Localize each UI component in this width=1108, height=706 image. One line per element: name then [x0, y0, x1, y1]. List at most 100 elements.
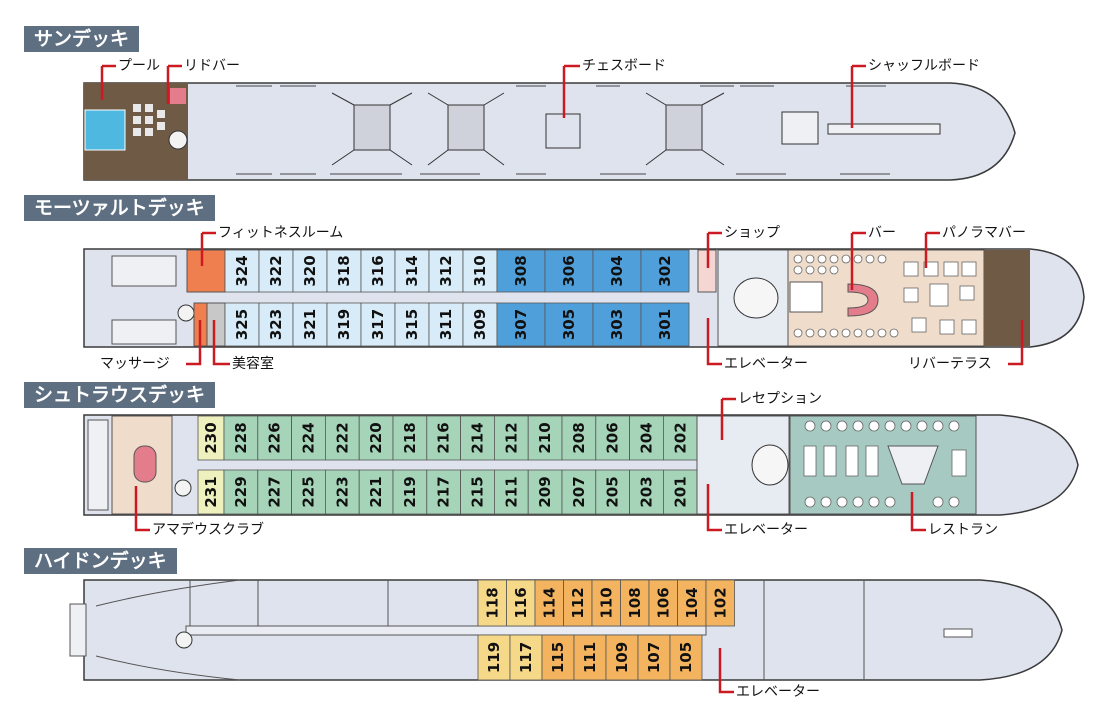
cabin-box	[563, 579, 593, 627]
cabin-number-202: 202	[671, 422, 689, 453]
cabin-number-106: 106	[654, 587, 672, 618]
cabin-box	[629, 415, 664, 461]
label-chessboard: チェスボード	[582, 58, 666, 74]
beauty-salon-area	[206, 302, 226, 347]
cabin-number-323: 323	[267, 309, 285, 340]
cabin-box	[663, 469, 698, 515]
haydn-stern-structure	[69, 603, 87, 657]
cabin-number-305: 305	[560, 309, 578, 340]
cabin-box	[496, 302, 546, 347]
cabin-114: 114	[534, 579, 564, 627]
cabin-317: 317	[360, 302, 396, 347]
cabin-number-227: 227	[266, 476, 284, 507]
mozart-lounge-seating	[793, 254, 977, 338]
cabin-box	[591, 579, 621, 627]
cabin-217: 217	[426, 469, 461, 515]
cabin-207: 207	[561, 469, 597, 515]
haydn-walls	[95, 579, 865, 681]
sun-deck-plan	[83, 82, 1016, 181]
cabin-number-303: 303	[608, 309, 626, 340]
cabin-number-231: 231	[202, 476, 220, 507]
haydn-staircase	[175, 631, 193, 649]
cabin-box	[326, 249, 362, 293]
cabin-314: 314	[394, 249, 430, 293]
cabin-box	[541, 634, 575, 681]
cabin-box	[358, 469, 394, 515]
cabin-116: 116	[506, 579, 536, 627]
cabin-226: 226	[257, 415, 292, 461]
cabin-318: 318	[326, 249, 362, 293]
cabin-number-216: 216	[435, 422, 453, 453]
cabin-number-205: 205	[604, 476, 622, 507]
cabin-box	[426, 469, 461, 515]
leader-fitness	[200, 231, 216, 266]
cabin-number-321: 321	[301, 309, 319, 340]
cabin-205: 205	[595, 469, 630, 515]
cabin-104: 104	[677, 579, 707, 627]
restaurant-buffet	[887, 445, 939, 485]
cabin-number-302: 302	[656, 255, 674, 286]
cabin-206: 206	[595, 415, 630, 461]
leader-pool	[100, 64, 116, 100]
cabin-box	[394, 302, 430, 347]
cabin-box	[291, 415, 326, 461]
label-shuffleboard: シャッフルボード	[868, 58, 980, 74]
leader-river-terrace	[1008, 320, 1024, 366]
cabin-210: 210	[527, 415, 563, 461]
cabin-box	[527, 469, 563, 515]
cabin-number-215: 215	[469, 476, 487, 507]
label-river-terrace: リバーテラス	[908, 356, 992, 372]
cabin-box	[462, 249, 498, 293]
cabin-box	[677, 579, 707, 627]
cabin-number-225: 225	[300, 476, 318, 507]
cabin-box	[360, 249, 396, 293]
label-pool: プール	[118, 58, 160, 74]
cabin-number-118: 118	[483, 587, 501, 618]
cabin-box	[460, 469, 495, 515]
restaurant-tables	[803, 420, 967, 508]
cabin-number-308: 308	[512, 255, 530, 286]
cabin-box	[637, 634, 671, 681]
strauss-deck-title: シュトラウスデッキ	[24, 382, 216, 408]
cabin-number-229: 229	[232, 476, 250, 507]
sun-deck-awning-lines	[331, 92, 725, 166]
cabin-box	[493, 415, 529, 461]
cabin-box	[223, 415, 259, 461]
amadeus-club-bar	[133, 445, 157, 483]
sun-deck-rail-loungers	[236, 85, 890, 175]
cabin-number-109: 109	[613, 642, 631, 673]
label-strauss-elevator: エレベーター	[724, 522, 808, 538]
cabin-box	[223, 469, 259, 515]
cabin-number-116: 116	[512, 587, 530, 618]
cabin-306: 306	[544, 249, 594, 293]
cabin-box	[669, 634, 703, 681]
cabin-107: 107	[637, 634, 671, 681]
fitness-room-area	[186, 249, 226, 293]
cabin-number-301: 301	[656, 309, 674, 340]
sun-deck-furniture	[133, 104, 165, 136]
cabin-312: 312	[428, 249, 464, 293]
cabin-number-112: 112	[569, 587, 587, 618]
mozart-staircase	[177, 304, 195, 322]
cabin-number-119: 119	[485, 642, 503, 673]
cabin-box	[705, 579, 735, 627]
label-haydn-elevator: エレベーター	[736, 684, 820, 700]
cabin-box	[197, 415, 225, 461]
cabin-box	[224, 302, 260, 347]
label-massage: マッサージ	[100, 356, 170, 372]
mozart-aft-room-bottom	[111, 319, 177, 345]
cabin-number-204: 204	[638, 422, 656, 453]
cabin-302: 302	[640, 249, 690, 293]
cabin-number-218: 218	[401, 422, 419, 453]
cabin-box	[258, 302, 294, 347]
cabin-number-209: 209	[536, 476, 554, 507]
cabin-box	[392, 415, 428, 461]
cabin-box	[197, 469, 225, 515]
cabin-box	[324, 469, 360, 515]
cabin-box	[324, 415, 360, 461]
cabin-109: 109	[605, 634, 639, 681]
